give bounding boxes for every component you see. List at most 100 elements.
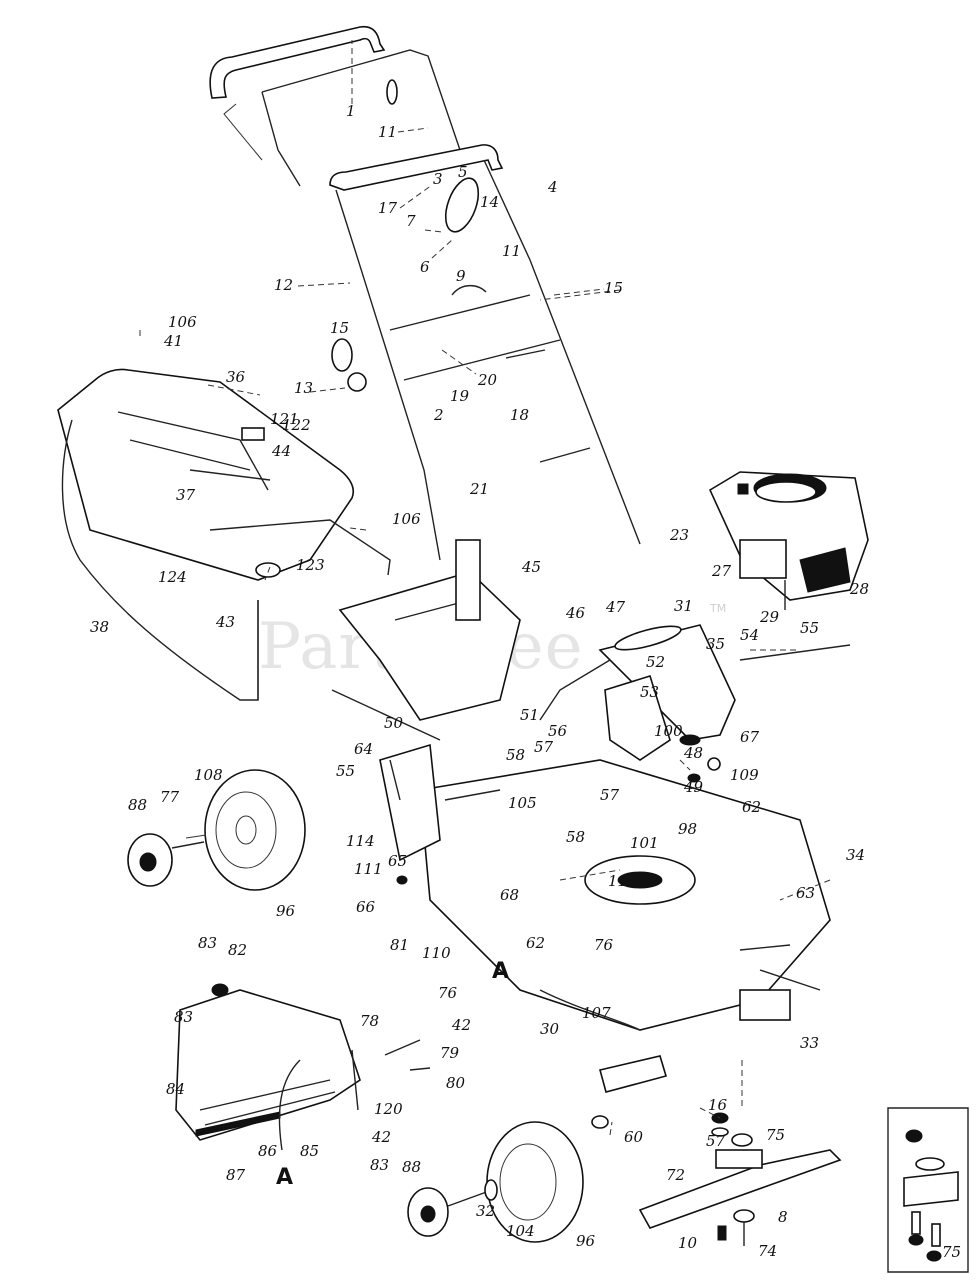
callout-label: 80 [446, 1074, 466, 1092]
callout-label: 55 [800, 619, 819, 637]
rear-deflector [331, 539, 521, 741]
callout-label: 8 [778, 1208, 788, 1226]
callout-label: 43 [215, 613, 235, 631]
callout-label: 11 [502, 242, 521, 260]
callout-label: 123 [296, 556, 325, 574]
callout-labels: 1 11 3 5 4 17 14 7 6 11 9 12 15 15 106 4… [90, 102, 961, 1261]
callout-label: 20 [477, 371, 498, 389]
callout-label: 44 [271, 442, 291, 460]
mower-deck [419, 759, 831, 1031]
callout-letter-a: A [276, 1165, 293, 1190]
callout-label: 52 [646, 653, 665, 671]
callout-label: 104 [506, 1222, 535, 1240]
inset-blade-adapter [887, 1107, 969, 1273]
callout-label: 78 [360, 1012, 379, 1030]
callout-label: 110 [422, 944, 451, 962]
callout-label: 88 [128, 796, 147, 814]
front-deflector [175, 983, 431, 1151]
callout-label: 53 [640, 683, 659, 701]
height-adjust-assembly [539, 624, 736, 807]
callout-label: 4 [547, 178, 558, 196]
callout-label: 14 [480, 193, 499, 211]
callout-label: 42 [451, 1016, 471, 1034]
callout-label: 62 [742, 798, 761, 816]
callout-label: 101 [630, 834, 659, 852]
callout-label: 13 [294, 379, 313, 397]
callout-label: 12 [274, 276, 293, 294]
callout-label: 86 [258, 1142, 278, 1160]
callout-label: 84 [166, 1080, 185, 1098]
callout-label: 65 [388, 852, 407, 870]
callout-label: 98 [678, 820, 697, 838]
callout-label: 35 [706, 635, 725, 653]
callout-label: 21 [469, 480, 489, 498]
callout-label: 121 [270, 410, 299, 428]
callout-label: 2 [433, 406, 444, 424]
callout-label: 54 [740, 626, 759, 644]
callout-label: 58 [566, 828, 585, 846]
callout-label: 28 [849, 580, 869, 598]
callout-label: 19 [450, 387, 470, 405]
callout-label: 57 [534, 738, 554, 756]
callout-label: 85 [300, 1142, 319, 1160]
leader-lines [139, 40, 831, 1136]
callout-label: 42 [371, 1128, 391, 1146]
callout-label: 45 [521, 558, 541, 576]
callout-label: 7 [406, 212, 416, 230]
callout-label: 49 [683, 778, 704, 796]
callout-label: 111 [354, 860, 383, 878]
callout-label: 16 [708, 1096, 728, 1114]
callout-label: 81 [390, 936, 409, 954]
callout-label: 66 [356, 898, 376, 916]
callout-label: 82 [228, 941, 247, 959]
callout-label: 96 [276, 902, 296, 920]
blade-assembly [638, 1060, 842, 1246]
callout-label: 72 [666, 1166, 685, 1184]
callout-label: 67 [740, 728, 760, 746]
callout-label: 57 [600, 786, 620, 804]
callout-label: 77 [160, 788, 180, 806]
callout-label: 50 [384, 714, 404, 732]
callout-label: 10 [678, 1234, 698, 1252]
callout-label: 31 [674, 597, 693, 615]
callout-label: 79 [440, 1044, 460, 1062]
lower-handle [329, 144, 641, 561]
callout-label: 9 [456, 267, 466, 285]
callout-label: 17 [378, 199, 398, 217]
grass-catcher-bag [57, 368, 391, 701]
callout-label: 120 [374, 1100, 403, 1118]
callout-label: 76 [438, 984, 458, 1002]
callout-label: 6 [420, 258, 430, 276]
callout-label: 51 [520, 706, 539, 724]
callout-label: 113 [608, 872, 637, 890]
callout-label: 46 [565, 604, 586, 622]
callout-label: 33 [800, 1034, 819, 1052]
callout-label: 15 [604, 279, 623, 297]
callout-label: 106 [168, 313, 197, 331]
rear-axle-bracket [379, 743, 501, 885]
callout-label: 3 [433, 170, 443, 188]
callout-label: 107 [582, 1004, 611, 1022]
callout-letter-a: A [492, 959, 509, 984]
callout-label: 74 [758, 1242, 777, 1260]
callout-label: 34 [846, 846, 865, 864]
callout-label: 48 [683, 744, 703, 762]
callout-label: 38 [90, 618, 109, 636]
callout-label: 76 [594, 936, 614, 954]
callout-label: 63 [796, 884, 815, 902]
callout-label: 124 [158, 568, 187, 586]
callout-label: 32 [476, 1202, 495, 1220]
callout-label: 108 [194, 766, 223, 784]
control-levers [331, 79, 546, 392]
callout-label: 114 [346, 832, 375, 850]
callout-label: 83 [198, 934, 217, 952]
callout-label: 83 [174, 1008, 193, 1026]
callout-label: 47 [605, 598, 626, 616]
callout-label: 75 [942, 1243, 961, 1261]
right-front-wheel [407, 1121, 584, 1243]
callout-label: 18 [510, 406, 529, 424]
callout-label: 30 [540, 1020, 560, 1038]
callout-label: 56 [548, 722, 568, 740]
callout-label: 75 [766, 1126, 785, 1144]
